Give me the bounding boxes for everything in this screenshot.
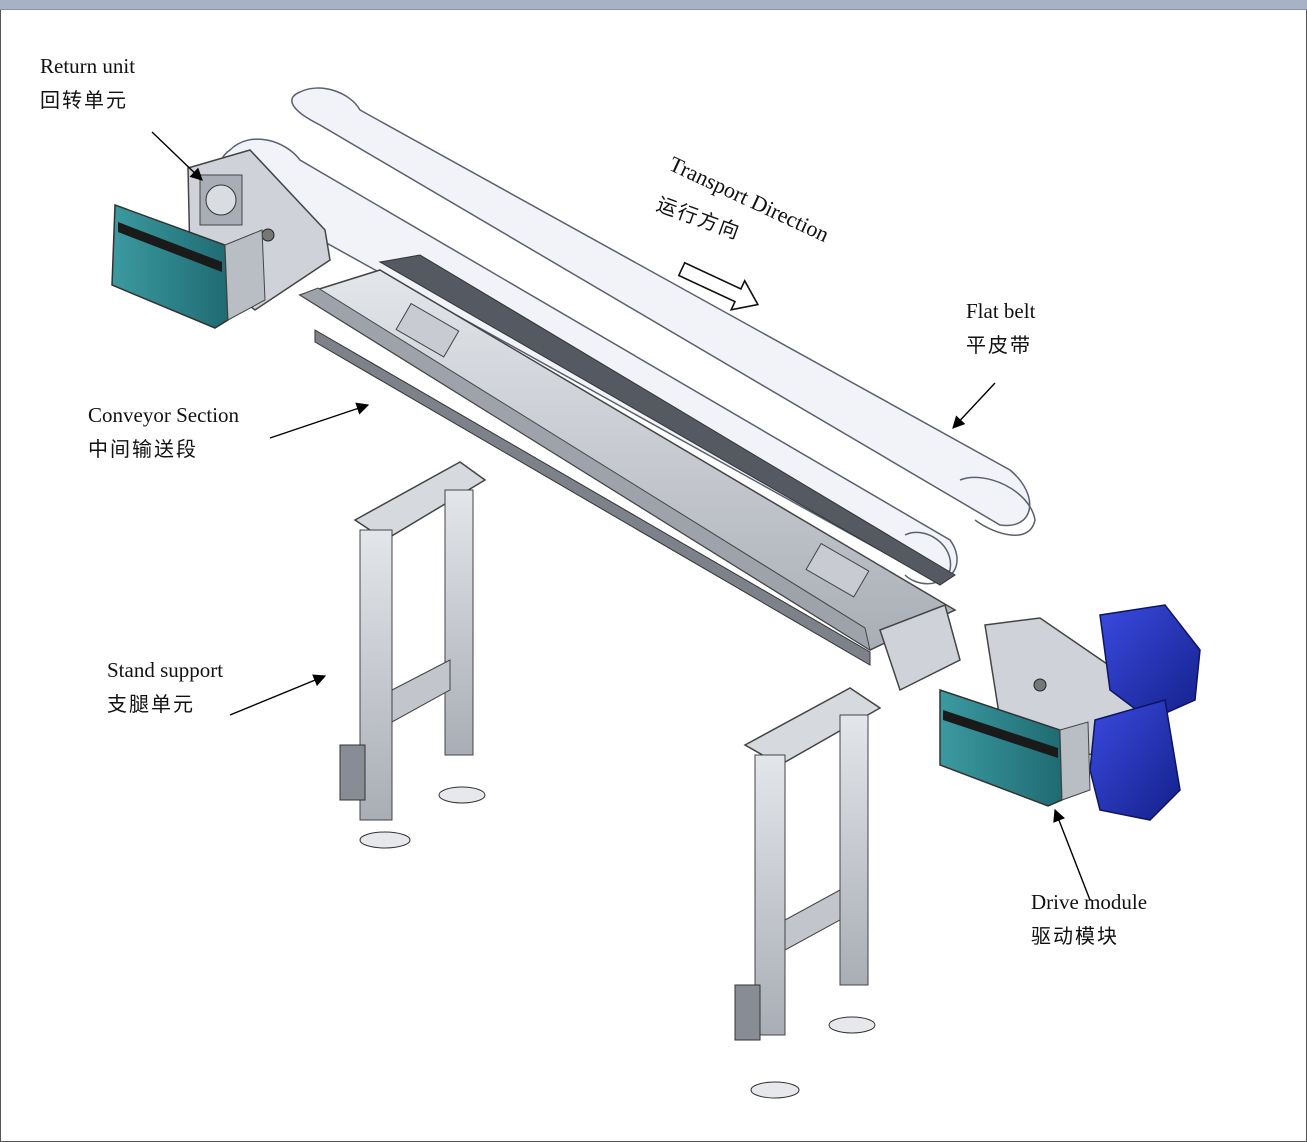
stand-support-label-en: Stand support — [107, 658, 224, 682]
drive-module-label-en: Drive module — [1031, 890, 1148, 914]
drive-module-label-zh: 驱动模块 — [1031, 924, 1119, 949]
conveyor-section-label-zh: 中间输送段 — [88, 437, 198, 462]
flat-belt-label-zh: 平皮带 — [966, 333, 1032, 358]
flat-belt-label: Flat belt 平皮带 — [966, 299, 1035, 357]
conveyor-section-label-en: Conveyor Section — [88, 403, 240, 427]
conveyor-section — [298, 254, 957, 666]
drive-module-leader — [1053, 808, 1091, 901]
return-unit-leader — [151, 131, 203, 181]
flat-belt-leader — [952, 382, 996, 429]
flat-belt — [219, 87, 1036, 585]
conveyor-section-leader — [269, 402, 370, 439]
stand-support-label-zh: 支腿单元 — [107, 692, 195, 717]
stand-support-label: Stand support 支腿单元 — [107, 658, 223, 716]
return-unit-label: Return unit 回转单元 — [40, 54, 135, 112]
return-unit-label-zh: 回转单元 — [40, 88, 128, 113]
flat-belt-label-en: Flat belt — [966, 299, 1036, 323]
stand-support-leader — [229, 674, 327, 716]
drive-module — [879, 604, 1201, 821]
transport-direction-arrow — [677, 261, 760, 311]
conveyor-section-label: Conveyor Section 中间输送段 — [88, 403, 239, 461]
stand-support-right — [734, 687, 882, 1099]
return-unit — [111, 149, 331, 329]
stand-support-left — [339, 461, 487, 849]
drive-module-label: Drive module 驱动模块 — [1031, 890, 1147, 948]
window-title-bar — [0, 0, 1307, 10]
return-unit-label-en: Return unit — [40, 54, 136, 78]
